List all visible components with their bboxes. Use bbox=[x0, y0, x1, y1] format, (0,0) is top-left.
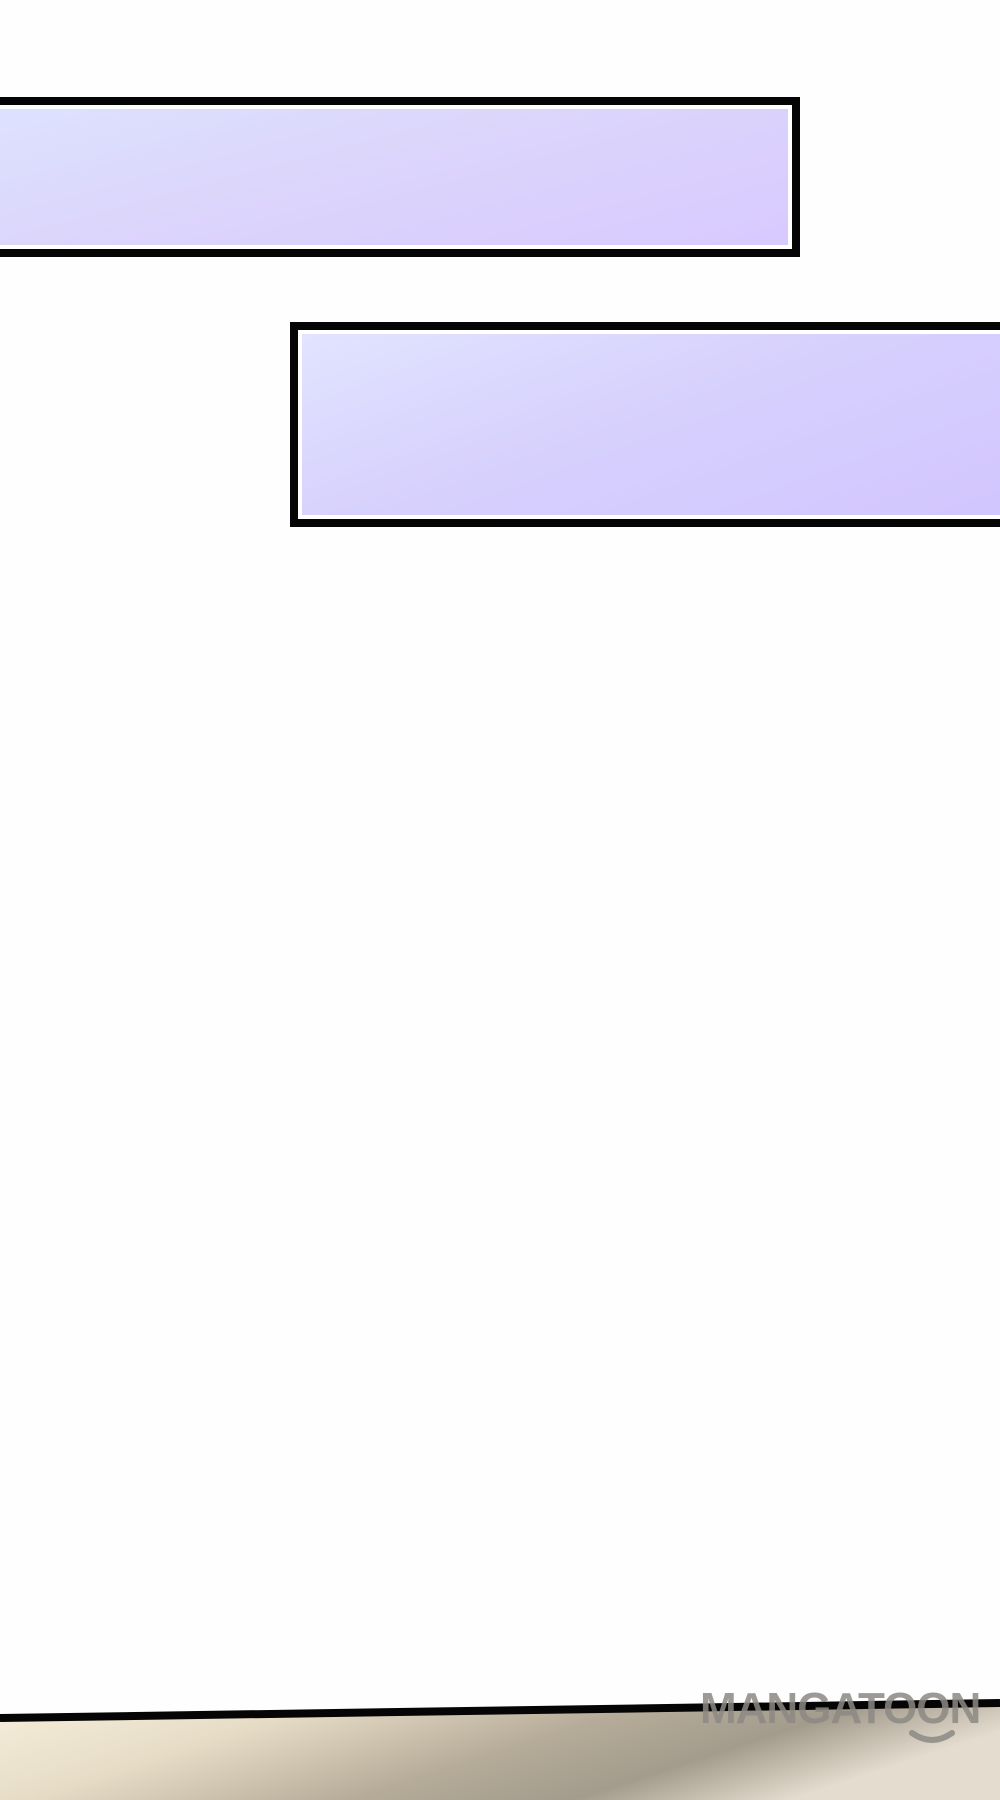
watermark-text: MANGATOON bbox=[700, 1685, 980, 1733]
narration-box-2 bbox=[290, 322, 1000, 527]
next-panel-art bbox=[0, 1699, 1000, 1800]
watermark-logo: MANGATOON bbox=[700, 1685, 1000, 1745]
next-panel-border bbox=[0, 1699, 1000, 1722]
next-panel bbox=[0, 1690, 1000, 1800]
watermark-smile-icon bbox=[909, 1730, 955, 1743]
narration-box-1 bbox=[0, 97, 800, 257]
next-panel-fill bbox=[0, 1703, 1000, 1800]
mangatoon-logo-icon: MANGATOON bbox=[700, 1685, 981, 1743]
